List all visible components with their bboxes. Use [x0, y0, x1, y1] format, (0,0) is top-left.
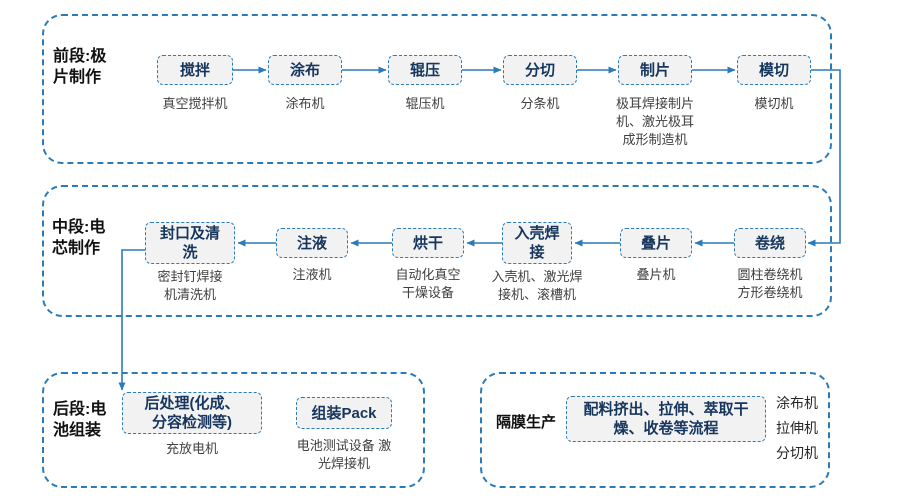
step-stacking-label: 叠片: [640, 234, 671, 252]
step-mixing: 搅拌: [157, 55, 233, 85]
step-winding: 卷绕: [734, 228, 806, 258]
separator-title: 隔膜生产: [496, 414, 557, 431]
machine-label-tab-forming: 极耳焊接制片机、激光极耳成形制造机: [615, 96, 694, 147]
machine-label-case-welding: 入壳机、激光焊接机、滚槽机: [491, 269, 583, 302]
separator-machine-slitter: 分切机: [776, 445, 818, 461]
step-tab-forming-label: 制片: [639, 61, 670, 79]
step-sealing-cleaning: 封口及清洗: [145, 222, 235, 264]
step-coating: 涂布: [268, 55, 342, 85]
stage-front-title: 前段:极片制作: [53, 48, 107, 86]
separator-process-box: 配料挤出、拉伸、萃取干燥、收卷等流程: [566, 396, 766, 442]
machine-label-stacking: 叠片机: [636, 267, 676, 282]
step-sealing-cleaning-label: 封口及清洗: [159, 225, 220, 261]
step-electrolyte-filling-label: 注液: [296, 234, 327, 252]
step-pack-assembly-label: 组装Pack: [311, 404, 377, 422]
separator-machine-list: 涂布机 拉伸机 分切机: [776, 391, 840, 466]
step-post-processing: 后处理(化成、分容检测等): [122, 392, 262, 434]
separator-machine-coater: 涂布机: [776, 395, 818, 411]
stage-middle-title: 中段:电芯制作: [52, 219, 106, 257]
step-stacking: 叠片: [620, 228, 692, 258]
machine-label-die-cutting: 模切机: [754, 96, 794, 111]
stage-rear-title: 后段:电池组装: [53, 401, 107, 439]
machine-label-mixing: 真空搅拌机: [162, 96, 228, 111]
machine-label-calendering: 辊压机: [405, 96, 445, 111]
step-drying: 烘干: [392, 228, 464, 258]
machine-label-winding: 圆柱卷绕机 方形卷绕机: [737, 267, 803, 300]
machine-label-coating: 涂布机: [285, 96, 325, 111]
step-die-cutting: 模切: [737, 55, 811, 85]
step-winding-label: 卷绕: [754, 234, 785, 252]
machine-label-slitting: 分条机: [520, 96, 560, 111]
separator-machine-stretcher: 拉伸机: [776, 420, 818, 436]
step-slitting-label: 分切: [524, 61, 555, 79]
step-die-cutting-label: 模切: [758, 61, 789, 79]
machine-label-drying: 自动化真空干燥设备: [395, 267, 461, 300]
machine-label-pack-assembly: 电池测试设备 激光焊接机: [296, 438, 392, 471]
separator-process-label: 配料挤出、拉伸、萃取干燥、收卷等流程: [583, 401, 749, 437]
machine-label-sealing-cleaning: 密封钉焊接机清洗机: [157, 269, 223, 302]
step-electrolyte-filling: 注液: [276, 228, 348, 258]
machine-label-post-processing: 充放电机: [165, 441, 218, 456]
step-post-processing-label: 后处理(化成、分容检测等): [144, 395, 240, 431]
step-calendering: 辊压: [388, 55, 462, 85]
step-case-welding-label: 入壳焊接: [514, 225, 560, 261]
step-mixing-label: 搅拌: [179, 61, 210, 79]
stage-front-container: [42, 14, 832, 164]
step-drying-label: 烘干: [412, 234, 443, 252]
step-coating-label: 涂布: [289, 61, 320, 79]
machine-label-electrolyte-filling: 注液机: [292, 267, 332, 282]
step-case-welding: 入壳焊接: [502, 222, 572, 264]
step-calendering-label: 辊压: [409, 61, 440, 79]
step-pack-assembly: 组装Pack: [296, 397, 392, 429]
step-tab-forming: 制片: [618, 55, 692, 85]
step-slitting: 分切: [503, 55, 577, 85]
